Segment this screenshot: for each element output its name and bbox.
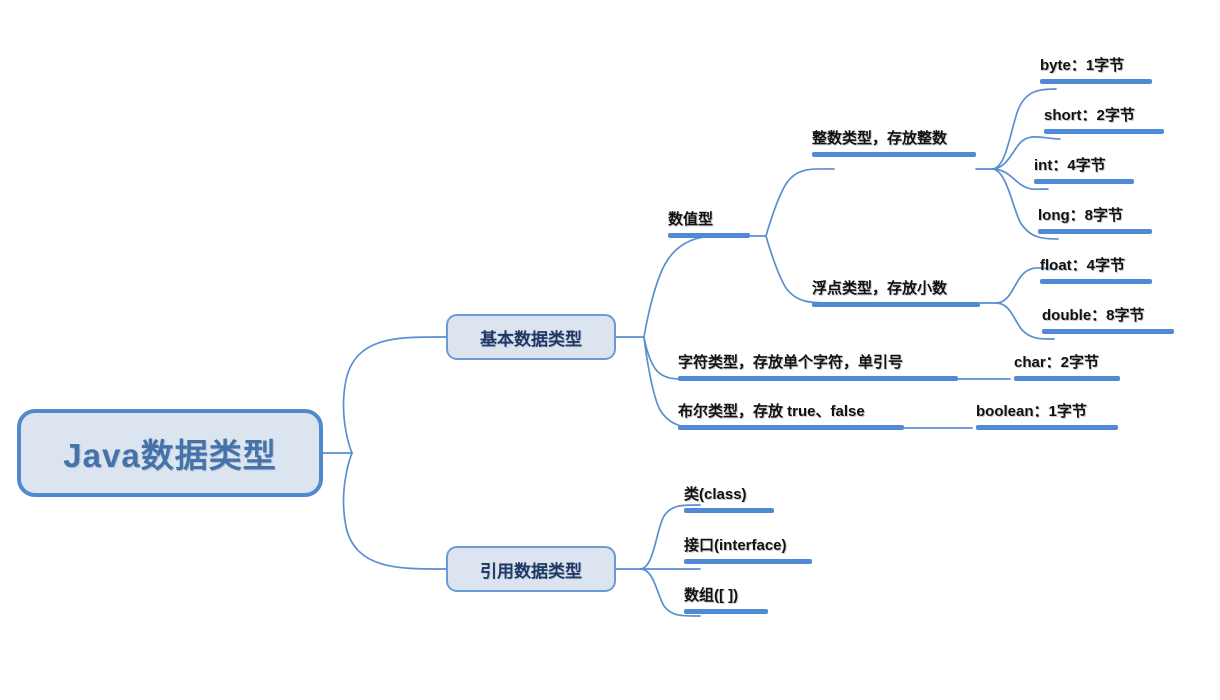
leaf-character-underline [678, 376, 958, 381]
branch-node-primitive[interactable]: 基本数据类型 [446, 314, 616, 360]
leaf-numeric[interactable]: 数值型 [668, 212, 750, 238]
leaf-byte-label: byte：1字节 [1040, 57, 1125, 74]
connector-root-to-primitive [342, 336, 447, 454]
leaf-boolean-type-underline [678, 425, 904, 430]
leaf-float-label: float：4字节 [1040, 257, 1126, 274]
leaf-boolean-size[interactable]: boolean：1字节 [976, 404, 1118, 430]
leaf-long[interactable]: long：8字节 [1038, 208, 1152, 234]
leaf-array[interactable]: 数组([ ]) [684, 588, 768, 614]
leaf-interface-underline [684, 559, 812, 564]
leaf-byte[interactable]: byte：1字节 [1040, 58, 1152, 84]
leaf-float[interactable]: float：4字节 [1040, 258, 1152, 284]
leaf-interface[interactable]: 接口(interface) [684, 538, 812, 564]
leaf-char[interactable]: char：2字节 [1014, 355, 1120, 381]
leaf-double-label: double：8字节 [1042, 307, 1145, 324]
leaf-class[interactable]: 类(class) [684, 487, 774, 513]
connector-primitive-to-numeric [643, 235, 717, 338]
leaf-boolean-size-underline [976, 425, 1118, 430]
leaf-short-underline [1044, 129, 1164, 134]
leaf-numeric-underline [668, 233, 750, 238]
leaf-array-label: 数组([ ]) [684, 587, 739, 604]
leaf-character-label: 字符类型，存放单个字符，单引号 [678, 354, 904, 371]
leaf-integer[interactable]: 整数类型，存放整数 [812, 131, 976, 157]
connector-root-to-reference [342, 452, 447, 570]
branch-node-primitive-label: 基本数据类型 [480, 329, 582, 349]
leaf-double[interactable]: double：8字节 [1042, 308, 1174, 334]
leaf-floating[interactable]: 浮点类型，存放小数 [812, 281, 980, 307]
leaf-double-underline [1042, 329, 1174, 334]
leaf-long-underline [1038, 229, 1152, 234]
leaf-float-underline [1040, 279, 1152, 284]
leaf-numeric-label: 数值型 [668, 211, 714, 228]
leaf-boolean-size-label: boolean：1字节 [976, 403, 1087, 420]
leaf-char-label: char：2字节 [1014, 354, 1100, 371]
leaf-boolean-type-label: 布尔类型，存放 true、false [678, 403, 865, 420]
leaf-int-underline [1034, 179, 1134, 184]
leaf-floating-underline [812, 302, 980, 307]
branch-node-reference-label: 引用数据类型 [480, 561, 582, 581]
leaf-long-label: long：8字节 [1038, 207, 1123, 224]
leaf-class-underline [684, 508, 774, 513]
leaf-array-underline [684, 609, 768, 614]
leaf-int[interactable]: int：4字节 [1034, 158, 1134, 184]
connector-numeric-to-integer [765, 168, 835, 237]
leaf-byte-underline [1040, 79, 1152, 84]
leaf-integer-label: 整数类型，存放整数 [812, 130, 948, 147]
leaf-int-label: int：4字节 [1034, 157, 1106, 174]
leaf-integer-underline [812, 152, 976, 157]
leaf-short-label: short：2字节 [1044, 107, 1135, 124]
leaf-short[interactable]: short：2字节 [1044, 108, 1164, 134]
branch-node-reference[interactable]: 引用数据类型 [446, 546, 616, 592]
leaf-floating-label: 浮点类型，存放小数 [812, 280, 948, 297]
leaf-boolean-type[interactable]: 布尔类型，存放 true、false [678, 404, 904, 430]
leaf-class-label: 类(class) [684, 486, 747, 503]
root-node[interactable]: Java数据类型 [17, 409, 323, 497]
leaf-interface-label: 接口(interface) [684, 537, 787, 554]
root-node-label: Java数据类型 [63, 437, 277, 474]
leaf-char-underline [1014, 376, 1120, 381]
leaf-character[interactable]: 字符类型，存放单个字符，单引号 [678, 355, 958, 381]
